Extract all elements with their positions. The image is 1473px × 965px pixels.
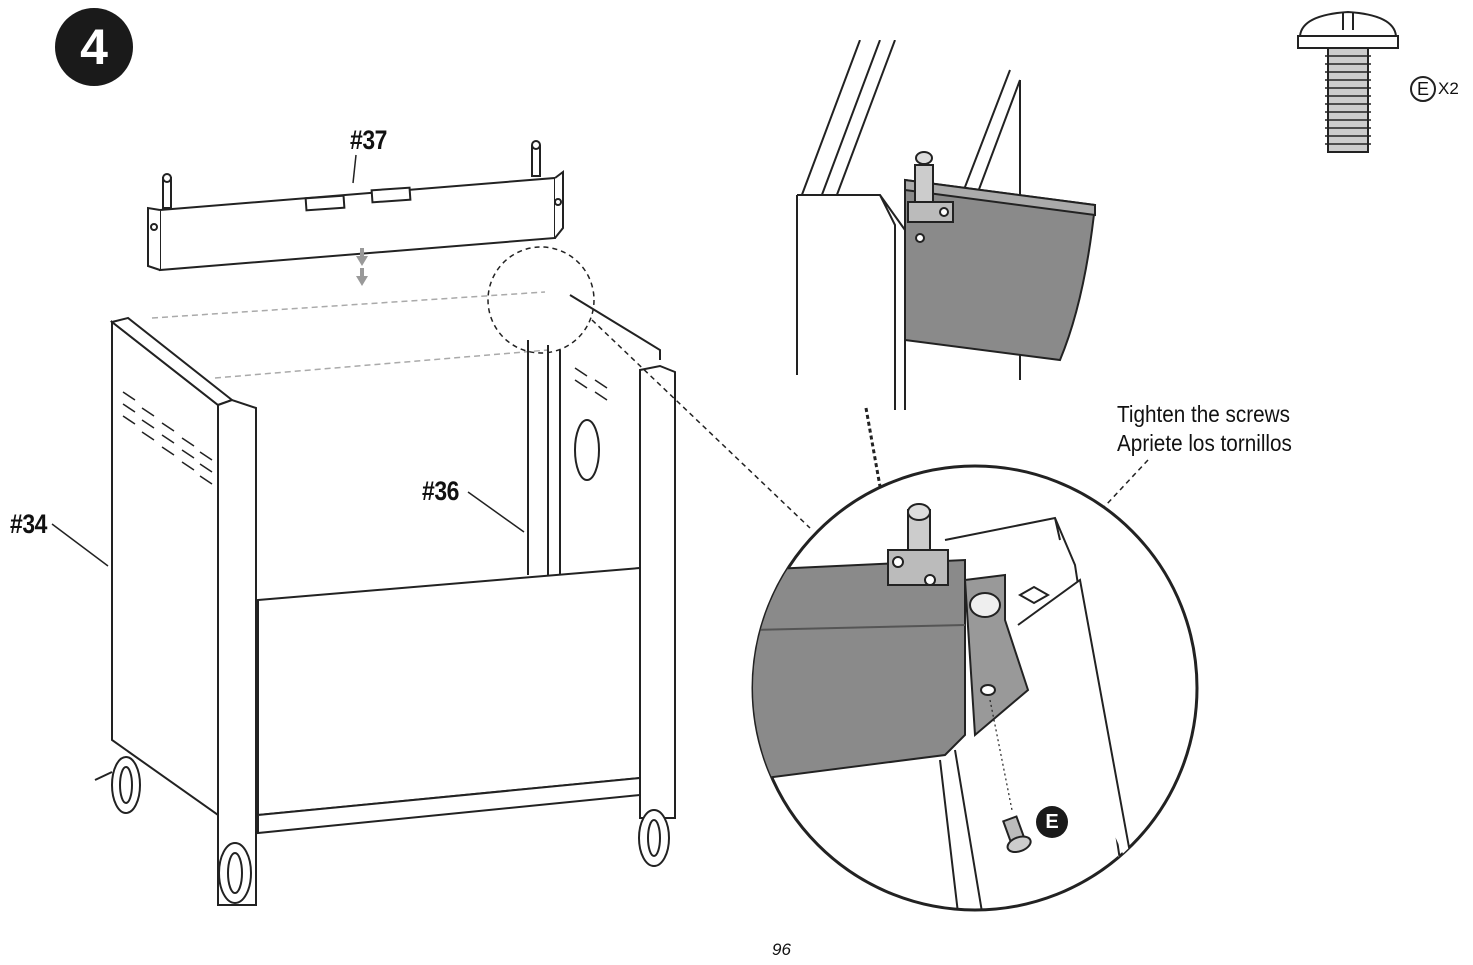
instruction-note: Tighten the screws Apriete los tornillos (1117, 400, 1292, 458)
part-label-36: #36 (422, 476, 460, 506)
screw-e-icon (1297, 10, 1399, 153)
cart-frame (109, 294, 676, 906)
crossbar-part-37 (147, 140, 564, 272)
page-number: 96 (772, 940, 791, 959)
hardware-letter: E (1410, 76, 1436, 102)
part-label-37: #37 (350, 125, 388, 155)
down-arrows (356, 248, 368, 286)
hardware-quantity: E X2 (1410, 76, 1459, 102)
leader-lines (51, 154, 525, 567)
detail-upper (796, 40, 1097, 410)
detail-screw-badge: E (1036, 806, 1068, 838)
detail-zoom-circle (751, 464, 1199, 912)
instruction-spanish: Apriete los tornillos (1117, 430, 1292, 456)
instruction-english: Tighten the screws (1117, 401, 1290, 427)
hardware-count: X2 (1438, 79, 1459, 98)
casters (94, 756, 670, 904)
part-label-34: #34 (10, 509, 48, 539)
crossbar-ghost (151, 291, 549, 379)
step-number-badge: 4 (55, 8, 133, 86)
